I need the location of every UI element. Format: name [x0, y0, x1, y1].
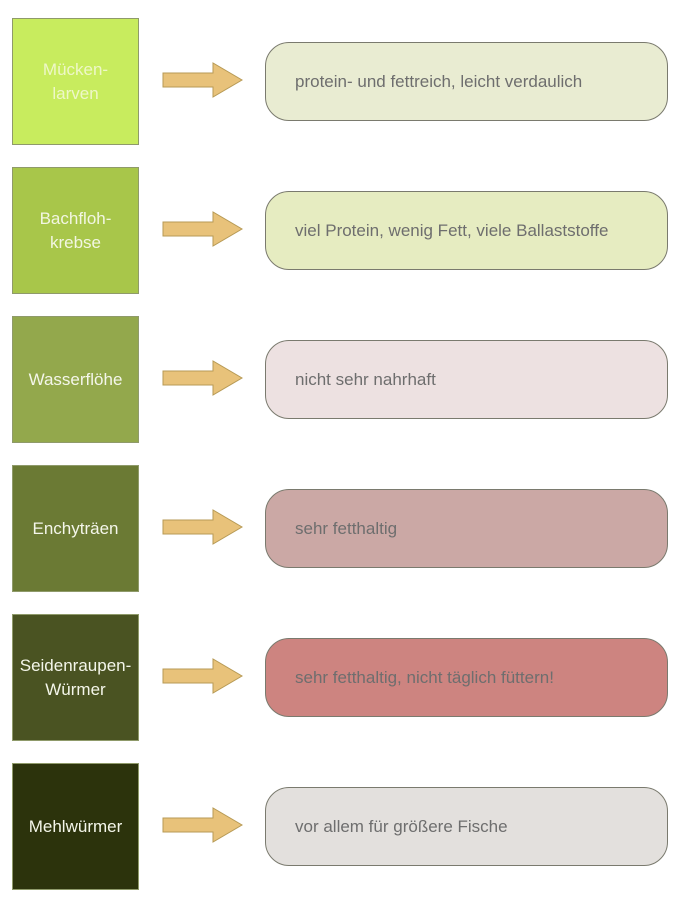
food-box: Enchyträen	[12, 465, 139, 592]
diagram-row: Wasserflöhe nicht sehr nahrhaft	[0, 316, 698, 444]
arrow-right-icon	[162, 62, 243, 98]
food-box: Seidenraupen- Würmer	[12, 614, 139, 741]
description-pill: sehr fetthaltig	[265, 489, 668, 568]
diagram-row: Mücken- larven protein- und fettreich, l…	[0, 18, 698, 146]
arrow-right-icon	[162, 360, 243, 396]
diagram-row: Mehlwürmer vor allem für größere Fische	[0, 763, 698, 891]
diagram-row: Bachfloh- krebse viel Protein, wenig Fet…	[0, 167, 698, 295]
description-pill: vor allem für größere Fische	[265, 787, 668, 866]
description-pill: sehr fetthaltig, nicht täglich füttern!	[265, 638, 668, 717]
food-box: Mehlwürmer	[12, 763, 139, 890]
food-box: Mücken- larven	[12, 18, 139, 145]
description-pill: protein- und fettreich, leicht verdaulic…	[265, 42, 668, 121]
description-pill: nicht sehr nahrhaft	[265, 340, 668, 419]
arrow-right-icon	[162, 509, 243, 545]
description-pill: viel Protein, wenig Fett, viele Ballasts…	[265, 191, 668, 270]
food-box: Bachfloh- krebse	[12, 167, 139, 294]
diagram-row: Enchyträen sehr fetthaltig	[0, 465, 698, 593]
arrow-right-icon	[162, 211, 243, 247]
arrow-right-icon	[162, 658, 243, 694]
diagram-row: Seidenraupen- Würmer sehr fetthaltig, ni…	[0, 614, 698, 742]
arrow-right-icon	[162, 807, 243, 843]
food-box: Wasserflöhe	[12, 316, 139, 443]
